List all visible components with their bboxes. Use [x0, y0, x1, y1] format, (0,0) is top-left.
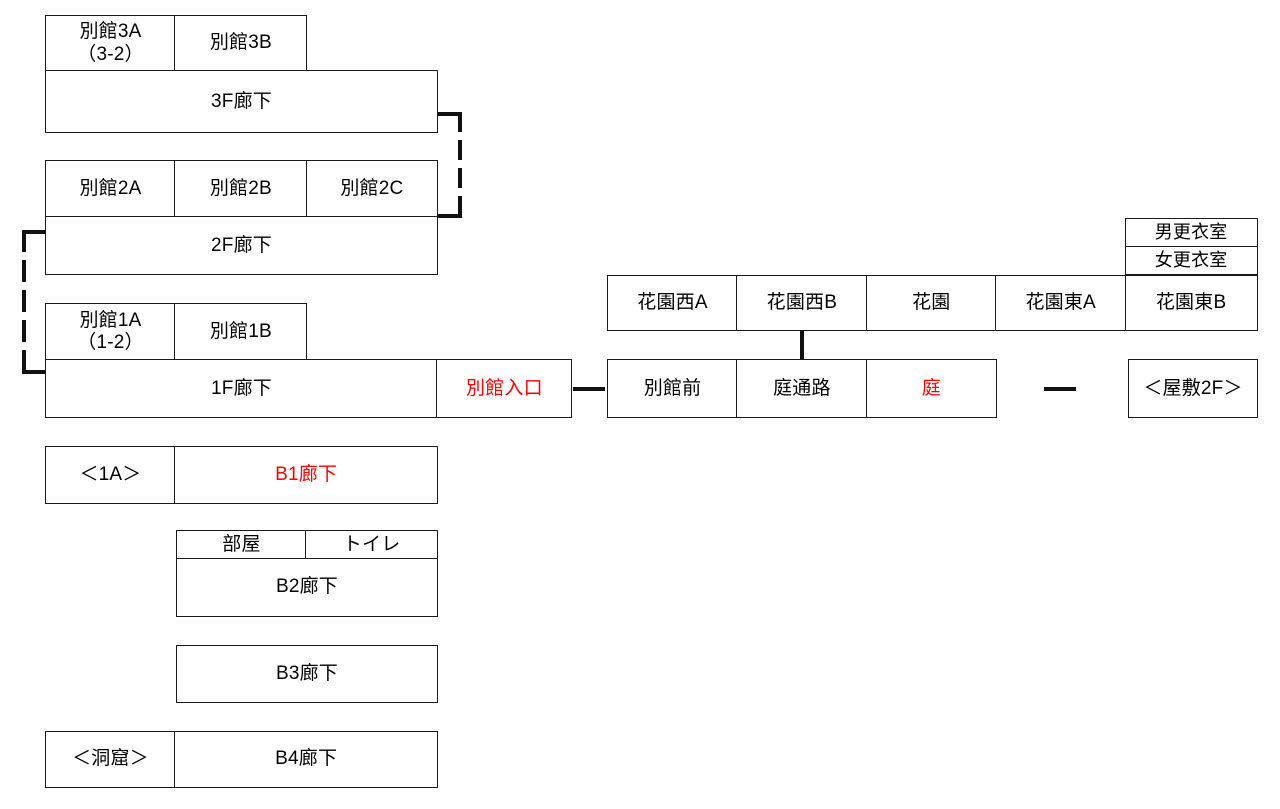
corridor-3f[interactable]: 3F廊下 [45, 70, 438, 134]
garden-path-label: 庭通路 [773, 377, 831, 399]
mansion-2f-label: ＜屋敷2F＞ [1143, 377, 1243, 399]
annex-front[interactable]: 別館前 [607, 359, 738, 419]
corridor-b4-label: B4廊下 [275, 748, 338, 770]
connector-gardenwestb-to-niwatsuuro [800, 330, 804, 360]
mens-changing-room[interactable]: 男更衣室 [1124, 218, 1258, 248]
room-bekkan-1b[interactable]: 別館1B [174, 303, 308, 361]
connector-niwa-to-mansion [1044, 387, 1076, 391]
dashed-bracket-2f-1f [20, 230, 46, 378]
room-bekkan-3a[interactable]: 別館3A （3-2） [45, 15, 176, 72]
corridor-1f-label: 1F廊下 [211, 377, 272, 399]
niwa-garden-label: 庭 [921, 377, 941, 399]
room-bekkan-2a-label: 別館2A [79, 177, 142, 199]
room-bekkan-3a-label: 別館3A （3-2） [77, 21, 144, 65]
womens-changing-room-label: 女更衣室 [1154, 250, 1228, 271]
corridor-3f-label: 3F廊下 [211, 90, 272, 112]
room-1a-entry-label: ＜1A＞ [79, 463, 142, 485]
room-bekkan-3b[interactable]: 別館3B [174, 15, 308, 72]
room-toilet-label: トイレ [342, 533, 401, 555]
annex-entrance[interactable]: 別館入口 [436, 359, 573, 419]
room-bekkan-2b-label: 別館2B [209, 177, 272, 199]
corridor-b2-label: B2廊下 [275, 576, 339, 598]
garden-west-b[interactable]: 花園西B [736, 275, 868, 331]
room-cave-entry[interactable]: ＜洞窟＞ [45, 731, 176, 788]
room-bekkan-2c[interactable]: 別館2C [305, 160, 438, 218]
garden-west-b-label: 花園西B [766, 291, 838, 313]
room-heya[interactable]: 部屋 [176, 530, 307, 560]
mens-changing-room-label: 男更衣室 [1154, 222, 1228, 243]
garden-east-b[interactable]: 花園東B [1124, 275, 1258, 331]
connector-entrance-to-annexfront [573, 387, 605, 391]
room-bekkan-1a[interactable]: 別館1A （1-2） [45, 303, 176, 361]
corridor-1f[interactable]: 1F廊下 [45, 359, 438, 419]
garden-center-label: 花園 [912, 291, 951, 313]
garden-center[interactable]: 花園 [865, 275, 997, 331]
garden-east-a-label: 花園東A [1025, 291, 1096, 313]
annex-entrance-label: 別館入口 [465, 377, 543, 399]
annex-front-label: 別館前 [643, 377, 702, 399]
garden-path[interactable]: 庭通路 [736, 359, 868, 419]
dashed-bracket-3f-2f [438, 112, 464, 232]
garden-east-a[interactable]: 花園東A [995, 275, 1127, 331]
corridor-b1-label: B1廊下 [275, 463, 338, 485]
room-bekkan-2a[interactable]: 別館2A [45, 160, 176, 218]
room-cave-entry-label: ＜洞窟＞ [72, 748, 149, 770]
room-1a-entry[interactable]: ＜1A＞ [45, 446, 176, 504]
room-bekkan-3b-label: 別館3B [209, 32, 272, 54]
garden-east-b-label: 花園東B [1155, 291, 1227, 313]
mansion-2f[interactable]: ＜屋敷2F＞ [1128, 359, 1258, 419]
corridor-b2[interactable]: B2廊下 [176, 557, 438, 617]
room-bekkan-2c-label: 別館2C [340, 177, 404, 199]
room-bekkan-1a-label: 別館1A （1-2） [77, 309, 144, 353]
niwa-garden[interactable]: 庭 [865, 359, 997, 419]
corridor-2f-label: 2F廊下 [211, 234, 272, 256]
room-toilet[interactable]: トイレ [305, 530, 438, 560]
room-bekkan-1b-label: 別館1B [209, 320, 272, 342]
room-bekkan-2b[interactable]: 別館2B [174, 160, 308, 218]
room-heya-label: 部屋 [222, 533, 261, 555]
womens-changing-room[interactable]: 女更衣室 [1124, 245, 1258, 276]
corridor-b4[interactable]: B4廊下 [174, 731, 438, 788]
corridor-b3-label: B3廊下 [275, 662, 339, 684]
corridor-b1[interactable]: B1廊下 [174, 446, 438, 504]
corridor-2f[interactable]: 2F廊下 [45, 216, 438, 276]
corridor-b3[interactable]: B3廊下 [176, 645, 438, 703]
garden-west-a-label: 花園西A [637, 291, 708, 313]
garden-west-a[interactable]: 花園西A [607, 275, 738, 331]
